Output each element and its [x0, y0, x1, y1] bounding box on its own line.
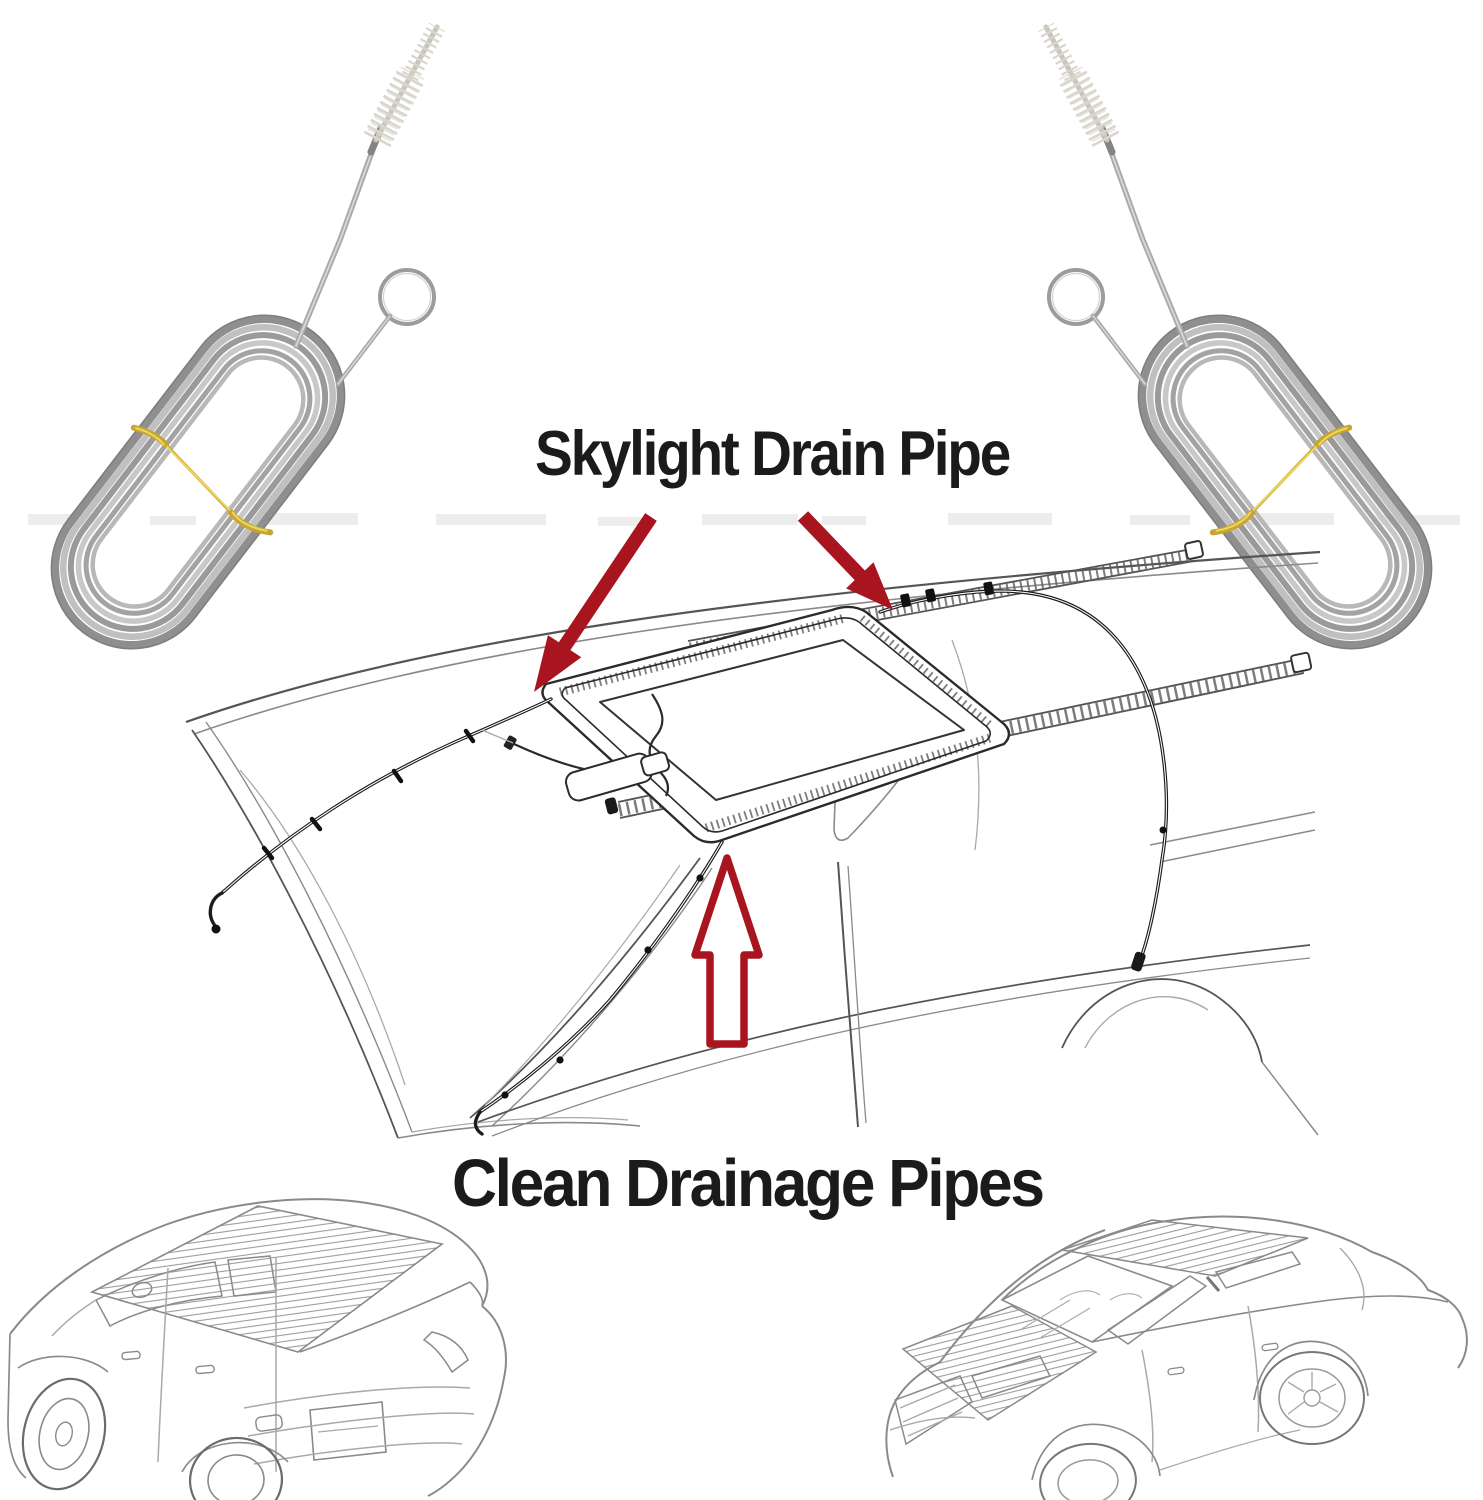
skylight-drain-pipe-label: Skylight Drain Pipe: [535, 419, 1011, 489]
arrow-to-rear-drain: [797, 511, 893, 610]
arrow-to-front-drain: [534, 513, 657, 692]
clean-drainage-pipes-label: Clean Drainage Pipes: [452, 1146, 1045, 1221]
annotation-arrows: [534, 511, 893, 1048]
sedan-front-sketch: [885, 1215, 1468, 1500]
hatchback-rear-sketch: [7, 1198, 507, 1500]
sunroof-drain-diagram: [185, 540, 1321, 1139]
faint-artifact-band: [28, 513, 1460, 526]
drain-tube-front-left: [208, 697, 553, 934]
drain-tube-rear: [878, 581, 1169, 972]
drain-brush-tool-right: [1046, 27, 1467, 686]
sunroof-glass-panel: [541, 605, 1011, 844]
drain-tube-near-pillar: [473, 840, 724, 1136]
drain-brush-tool-left: [16, 27, 437, 686]
arrow-up-pillar: [691, 854, 763, 1048]
sunroof-motor: [481, 729, 671, 802]
